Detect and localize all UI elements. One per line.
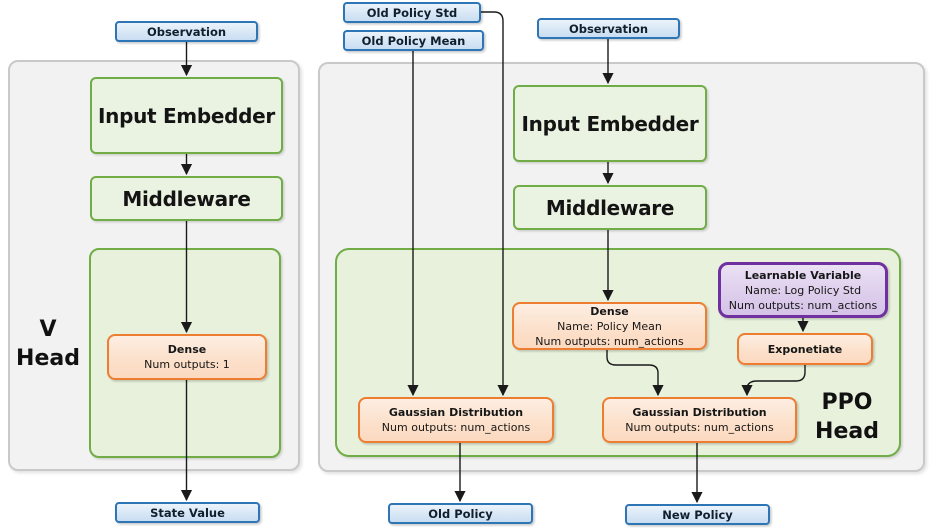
node-dense-policy-mean-title: Dense: [590, 304, 629, 318]
node-gaussian-distribution-new: Gaussian Distribution Num outputs: num_a…: [602, 397, 797, 443]
node-middleware-right-label: Middleware: [545, 195, 675, 220]
node-dense-v: Dense Num outputs: 1: [107, 334, 267, 380]
node-old-policy-mean: Old Policy Mean: [343, 30, 484, 51]
node-gaussian-new-title: Gaussian Distribution: [632, 406, 767, 419]
ppo-head-label-line2: Head: [815, 419, 879, 444]
node-learnable-variable-line1: Name: Log Policy Std: [744, 283, 862, 297]
node-gaussian-new-line1: Num outputs: num_actions: [625, 421, 774, 434]
ppo-head-label-line1: PPO: [821, 390, 873, 415]
node-input-embedder-left-label: Input Embedder: [97, 103, 275, 128]
node-observation-right-label: Observation: [568, 21, 649, 36]
node-input-embedder-right: Input Embedder: [513, 85, 707, 162]
ppo-head-label: PPO Head: [806, 388, 888, 446]
node-old-policy-label: Old Policy: [428, 506, 493, 521]
edge-old-policy-std-to-gaussian-old: [481, 11, 509, 397]
node-input-embedder-right-label: Input Embedder: [521, 111, 699, 136]
node-gaussian-old-title: Gaussian Distribution: [388, 406, 524, 419]
node-middleware-left: Middleware: [90, 176, 283, 221]
node-learnable-variable-title: Learnable Variable: [744, 268, 862, 282]
node-learnable-variable: Learnable Variable Name: Log Policy Std …: [718, 262, 888, 318]
node-state-value-label: State Value: [150, 505, 225, 520]
node-dense-policy-mean: Dense Name: Policy Mean Num outputs: num…: [512, 302, 707, 350]
node-exponetiate: Exponetiate: [737, 333, 873, 365]
node-observation-left: Observation: [115, 21, 258, 42]
edge-dense-to-gaussian-new: [606, 350, 664, 397]
node-dense-policy-mean-line2: Num outputs: num_actions: [535, 334, 684, 348]
node-learnable-variable-line2: Num outputs: num_actions: [728, 298, 878, 312]
node-old-policy-std-label: Old Policy Std: [366, 5, 458, 20]
node-dense-policy-mean-line1: Name: Policy Mean: [557, 319, 662, 333]
node-old-policy-mean-label: Old Policy Mean: [361, 33, 466, 48]
node-new-policy: New Policy: [625, 504, 770, 525]
node-state-value: State Value: [115, 502, 260, 523]
node-old-policy: Old Policy: [388, 503, 533, 524]
node-gaussian-old-line1: Num outputs: num_actions: [381, 421, 531, 434]
node-gaussian-distribution-old: Gaussian Distribution Num outputs: num_a…: [358, 397, 554, 443]
v-head-label-line1: V: [39, 317, 57, 342]
node-middleware-right: Middleware: [513, 185, 707, 230]
node-input-embedder-left: Input Embedder: [90, 77, 283, 154]
node-observation-right: Observation: [537, 18, 680, 39]
node-old-policy-std: Old Policy Std: [343, 2, 481, 23]
node-dense-v-title: Dense: [167, 343, 207, 356]
node-new-policy-label: New Policy: [662, 507, 733, 522]
v-head-label-line2: Head: [16, 346, 80, 371]
node-dense-v-line1: Num outputs: 1: [144, 358, 230, 371]
node-exponetiate-label: Exponetiate: [767, 342, 843, 356]
v-head-label: V Head: [9, 315, 87, 373]
node-observation-left-label: Observation: [146, 24, 227, 39]
edge-exponetiate-to-gaussian-new: [741, 365, 806, 397]
node-middleware-left-label: Middleware: [122, 186, 251, 211]
